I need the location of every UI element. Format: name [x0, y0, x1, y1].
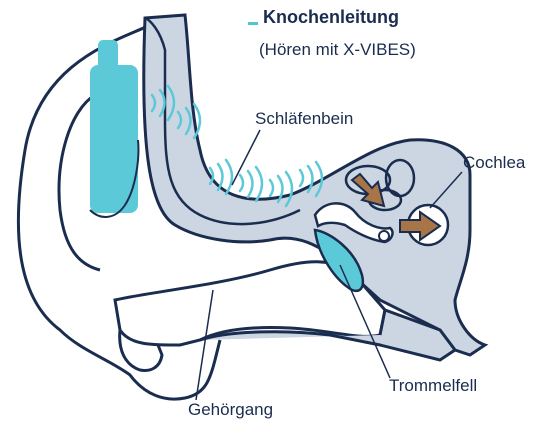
device-top — [98, 40, 118, 72]
label-gehoergang: Gehörgang — [188, 400, 273, 420]
label-schlaefenbein: Schläfenbein — [255, 109, 353, 129]
legend-subtitle: (Hören mit X-VIBES) — [259, 40, 416, 60]
legend-title: Knochenleitung — [263, 7, 399, 27]
legend-marker — [248, 22, 258, 25]
label-trommelfell: Trommelfell — [389, 376, 477, 396]
ossicle-stapes — [379, 231, 389, 241]
label-cochlea: Cochlea — [463, 153, 525, 173]
